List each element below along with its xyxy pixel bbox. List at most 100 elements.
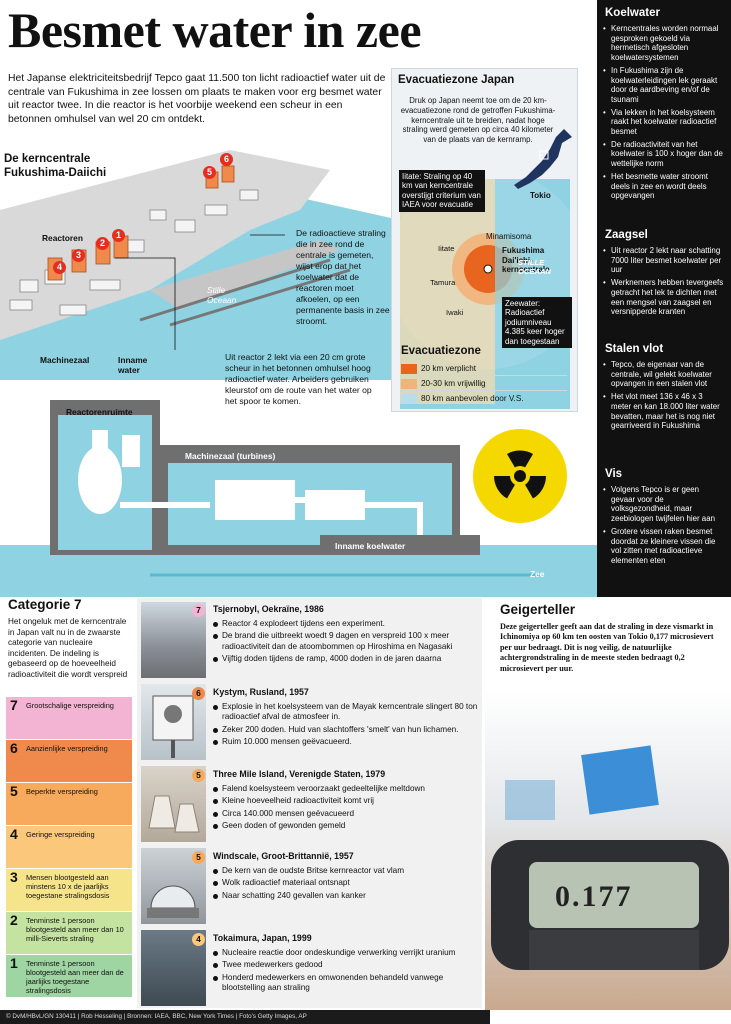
list-item: Circa 140.000 mensen geëvacueerd: [213, 809, 478, 819]
sea-section-label: Zee: [530, 569, 545, 579]
sidebar-list-koelwater: Kerncentrales worden normaal gesproken g…: [603, 24, 725, 204]
list-item: In Fukushima zijn de koelwaterleidingen …: [603, 66, 725, 105]
place-tamura: Tamura: [430, 278, 456, 287]
plant-illustration: [0, 150, 400, 380]
geiger-display-reading: 0.177: [555, 880, 633, 913]
sidebar-heading-stalen-vlot: Stalen vlot: [605, 343, 664, 355]
reactor-dome-graphic: [147, 885, 199, 918]
list-item: De kern van de oudste Britse kernreactor…: [213, 866, 478, 876]
reactor-marker-1: 1: [112, 229, 125, 242]
legend-title: Evacuatiezone: [401, 345, 481, 357]
radiation-sign-graphic: [152, 695, 194, 758]
facts-sidebar: Koelwater Kerncentrales worden normaal g…: [597, 0, 731, 597]
incident-title: Tsjernobyl, Oekraïne, 1986: [213, 604, 324, 614]
sidebar-list-vis: Volgens Tepco is er geen gevaar voor de …: [603, 485, 725, 569]
evacuation-panel: [391, 68, 578, 412]
sidebar-list-stalen-vlot: Tepco, de eigenaar van de centrale, wil …: [603, 360, 725, 434]
plant-map-graphic: [0, 150, 400, 380]
incident-list: Falend koelsysteem veroorzaakt gedeeltel…: [213, 784, 478, 834]
category-title: Categorie 7: [8, 597, 82, 612]
list-item: Werknemers hebben tevergeefs getracht he…: [603, 278, 725, 317]
sidebar-heading-vis: Vis: [605, 468, 623, 480]
legend-row-30km: 20-30 km vrijwillig: [401, 377, 567, 391]
cross-section-graphic: [0, 400, 597, 597]
reactor-marker-6: 6: [220, 153, 233, 166]
legend-swatch-80km: [401, 393, 417, 404]
callout-sea-radiation: De radioactieve straling die in zee rond…: [296, 228, 390, 326]
list-item: De brand die uitbreekt woedt 9 dagen en …: [213, 631, 478, 652]
category-intro: Het ongeluk met de kerncentrale in Japan…: [8, 617, 128, 679]
list-item: Het vlot meet 136 x 46 x 3 meter en kan …: [603, 392, 725, 431]
intake-label: Inname water: [118, 355, 148, 375]
reactors-label: Reactoren: [42, 233, 83, 243]
list-item: Kerncentrales worden normaal gesproken g…: [603, 24, 725, 63]
list-item: Het besmette water stroomt deels in zee …: [603, 172, 725, 201]
iitate-note: Iitate: Straling op 40 km van kerncentra…: [399, 170, 485, 212]
list-item: Kleine hoeveelheid radioactiviteit komt …: [213, 796, 478, 806]
incident-level-badge: 4: [192, 933, 205, 946]
intro-text: Het Japanse elektriciteitsbedrijf Tepco …: [8, 73, 386, 125]
list-item: Naar schatting 240 gevallen van kanker: [213, 891, 478, 901]
list-item: Grotere vissen raken besmet doordat ze k…: [603, 527, 725, 566]
three-mile-island-photo: [141, 766, 206, 842]
geiger-title: Geigerteller: [500, 602, 576, 617]
reactor-marker-5: 5: [203, 166, 216, 179]
machine-hall-label: Machinezaal: [40, 355, 90, 365]
windscale-photo: [141, 848, 206, 924]
incident-level-badge: 5: [192, 769, 205, 782]
cross-section-diagram: Reactorenruimte Machinezaal (turbines) I…: [0, 395, 597, 597]
incident-level-badge: 7: [192, 604, 205, 617]
callout-reactor-leak: Uit reactor 2 lekt via een 20 cm grote s…: [225, 352, 372, 406]
geiger-text: Deze geigerteller geeft aan dat de stral…: [500, 622, 714, 673]
sidebar-heading-zaagsel: Zaagsel: [605, 229, 648, 241]
incident-title: Kystym, Rusland, 1957: [213, 687, 309, 697]
geiger-counter-photo: 0.177: [485, 690, 731, 1010]
incident-list: Reactor 4 explodeert tijdens een experim…: [213, 619, 478, 667]
list-item: Wolk radioactief materiaal ontsnapt: [213, 878, 478, 888]
evacuation-text: Druk op Japan neemt toe om de 20 km-evac…: [400, 96, 556, 145]
list-item: Twee medewerkers gedood: [213, 960, 478, 970]
place-minamisoma: Minamisoma: [486, 232, 532, 241]
intake-coolant-label: Inname koelwater: [335, 541, 406, 551]
sidebar-heading-koelwater: Koelwater: [605, 7, 660, 19]
list-item: Reactor 4 explodeert tijdens een experim…: [213, 619, 478, 629]
list-item: Honderd medewerkers en omwonenden behand…: [213, 973, 478, 994]
list-item: Geen doden of gewonden gemeld: [213, 821, 478, 831]
reactor-room-label: Reactorenruimte: [66, 407, 133, 417]
list-item: Falend koelsysteem veroorzaakt gedeeltel…: [213, 784, 478, 794]
japan-inset-graphic: [514, 129, 572, 189]
reactor-marker-3: 3: [72, 249, 85, 262]
list-item: Vijftig doden tijdens de ramp, 4000 dode…: [213, 654, 478, 664]
geiger-counter-graphic: [485, 690, 731, 1010]
page-title: Besmet water in zee: [8, 2, 422, 58]
list-item: De radioactiviteit van het koelwater is …: [603, 140, 725, 169]
place-fukushima-plant: Fukushima Dai'ichi-kerncentrale: [502, 246, 550, 274]
place-iwaki: Iwaki: [446, 308, 464, 317]
list-item: Explosie in het koelsysteem van de Mayak…: [213, 702, 478, 723]
sidebar-list-zaagsel: Uit reactor 2 lekt naar schatting 7000 l…: [603, 246, 725, 320]
incident-list: Nucleaire reactie door ondeskundige verw…: [213, 948, 478, 996]
list-item: Uit reactor 2 lekt naar schatting 7000 l…: [603, 246, 725, 275]
incident-title: Windscale, Groot-Brittannië, 1957: [213, 851, 354, 861]
incident-list: De kern van de oudste Britse kernreactor…: [213, 866, 478, 903]
incident-title: Three Mile Island, Verenigde Staten, 197…: [213, 769, 386, 779]
credits-bar: © DvM/HBvL/GN 130411 | Rob Hesseling | B…: [0, 1010, 490, 1024]
incident-level-badge: 5: [192, 851, 205, 864]
legend-row-80km: 80 km aanbevolen door V.S.: [401, 392, 567, 406]
place-iitate: Iitate: [438, 244, 455, 253]
list-item: Nucleaire reactie door ondeskundige verw…: [213, 948, 478, 958]
incident-title: Tokaimura, Japan, 1999: [213, 933, 312, 943]
seawater-note: Zeewater: Radioactief jodiumniveau 4.385…: [502, 297, 572, 349]
cooling-towers-graphic: [148, 795, 200, 833]
turbine-hall-label: Machinezaal (turbines): [185, 451, 276, 461]
evacuation-title: Evacuatiezone Japan: [398, 74, 515, 86]
reactor-marker-4: 4: [53, 261, 66, 274]
radiation-hazard-icon: [472, 428, 568, 524]
incident-level-badge: 6: [192, 687, 205, 700]
